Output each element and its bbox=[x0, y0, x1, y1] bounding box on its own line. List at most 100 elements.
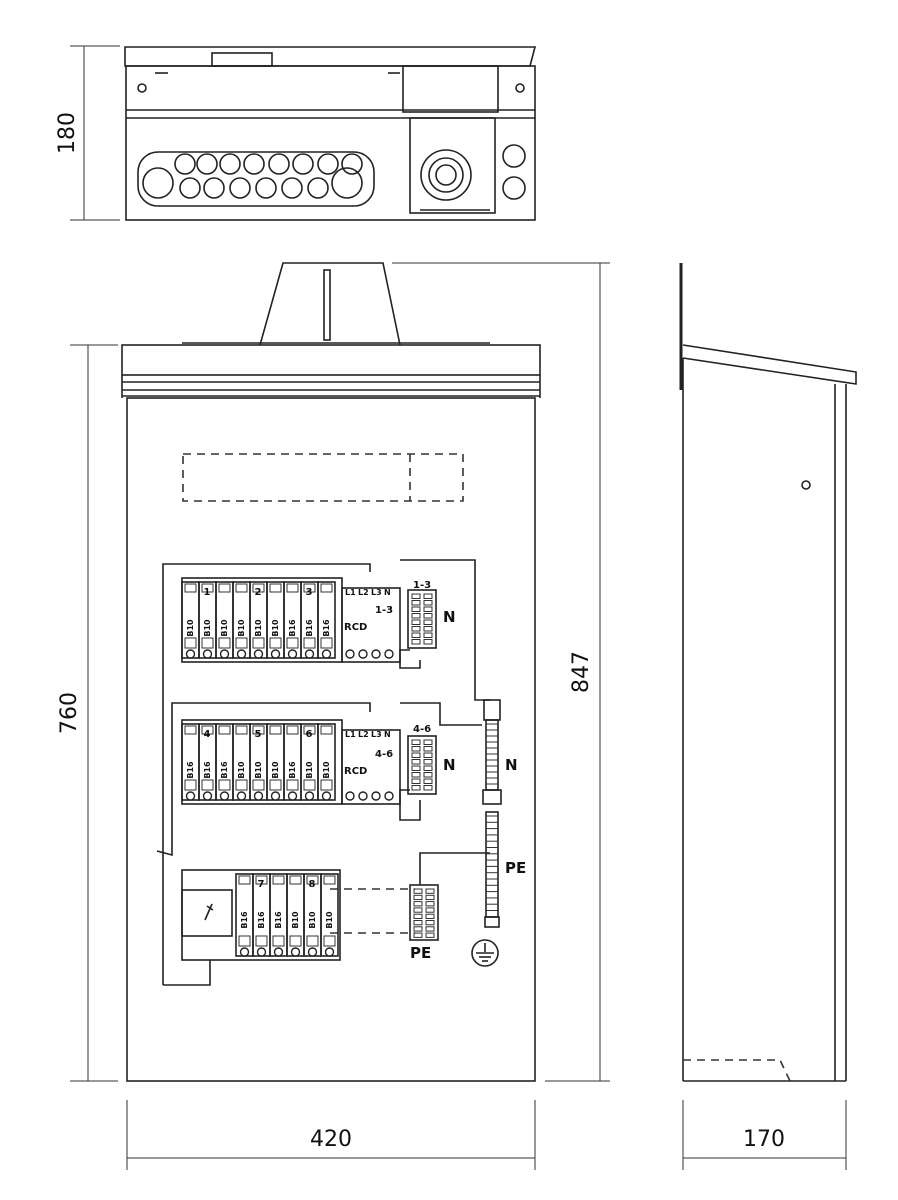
neutral-terminal-2 bbox=[407, 735, 437, 795]
circuit-number: 8 bbox=[309, 879, 316, 890]
terminal-screw-icon bbox=[236, 791, 247, 801]
pe-bus-bar bbox=[484, 811, 500, 928]
breaker-rating: B10 bbox=[254, 619, 263, 637]
circuit-number: 7 bbox=[258, 879, 265, 890]
terminal-screw-icon bbox=[304, 791, 315, 801]
breaker-rating: B10 bbox=[254, 761, 263, 779]
breaker-rating: B10 bbox=[203, 619, 212, 637]
circuit-number: 1 bbox=[204, 587, 211, 598]
dimension-height-top: 180 bbox=[55, 45, 120, 221]
breaker-rating: B10 bbox=[220, 619, 229, 637]
breaker-rating: B16 bbox=[220, 761, 229, 779]
circuit-number: 4 bbox=[204, 729, 211, 740]
pe-terminal-block bbox=[409, 884, 439, 941]
breaker-rating: B16 bbox=[203, 761, 212, 779]
terminal-screw-icon bbox=[270, 649, 281, 659]
phase-label: L3 bbox=[371, 730, 382, 739]
label-n-2: N bbox=[443, 756, 456, 774]
label-rcd-1: RCD bbox=[344, 622, 367, 633]
terminal-screw-icon bbox=[253, 649, 264, 659]
phase-label: L1 bbox=[345, 588, 356, 597]
terminal-screw-icon bbox=[304, 649, 315, 659]
breaker-row-3: B16 B16 B16 B10 B10 B10 7 8 bbox=[181, 869, 341, 961]
terminal-screw-icon bbox=[270, 791, 281, 801]
breaker-rating: B16 bbox=[288, 761, 297, 779]
top-view bbox=[124, 46, 537, 221]
side-view bbox=[679, 263, 857, 1082]
terminal-screw-icon bbox=[253, 791, 264, 801]
circuit-number: 6 bbox=[306, 729, 313, 740]
breaker-rating: B10 bbox=[305, 761, 314, 779]
breaker-rating: B16 bbox=[274, 911, 283, 929]
terminal-screw-icon bbox=[307, 947, 318, 957]
dimension-label-170: 170 bbox=[743, 1127, 785, 1152]
terminal-screw-icon bbox=[321, 649, 332, 659]
breaker-rating: B16 bbox=[240, 911, 249, 929]
terminal-screw-icon bbox=[219, 649, 230, 659]
label-group-1: 1-3 bbox=[413, 580, 431, 591]
terminal-screw-icon bbox=[219, 791, 230, 801]
breaker-rating: B16 bbox=[288, 619, 297, 637]
phase-label: L2 bbox=[358, 730, 369, 739]
phase-label: N bbox=[384, 588, 391, 597]
breaker-rating: B10 bbox=[237, 619, 246, 637]
breaker-rating: B10 bbox=[271, 619, 280, 637]
neutral-bus-bar bbox=[482, 699, 502, 805]
breaker-rating: B16 bbox=[257, 911, 266, 929]
ground-symbol-icon bbox=[471, 939, 499, 967]
label-n-bus: N bbox=[505, 756, 518, 774]
dimension-label-420: 420 bbox=[310, 1127, 352, 1152]
dimension-label-760: 760 bbox=[57, 692, 82, 734]
terminal-screw-icon bbox=[290, 947, 301, 957]
terminal-screw-icon bbox=[202, 791, 213, 801]
circuit-number: 2 bbox=[255, 587, 262, 598]
dimension-label-847: 847 bbox=[569, 651, 594, 693]
terminal-screw-icon bbox=[236, 649, 247, 659]
breaker-rating: B10 bbox=[291, 911, 300, 929]
label-rcd-2: RCD bbox=[344, 766, 367, 777]
terminal-screw-icon bbox=[321, 791, 332, 801]
breaker-rating: B16 bbox=[305, 619, 314, 637]
neutral-terminal-1 bbox=[407, 589, 437, 649]
dimension-width: 420 bbox=[126, 1100, 536, 1170]
terminal-screw-icon bbox=[185, 649, 196, 659]
label-pe-terminal: PE bbox=[410, 944, 431, 962]
phase-label: N bbox=[384, 730, 391, 739]
breaker-rating: B10 bbox=[322, 761, 331, 779]
cable-gland-holes bbox=[174, 153, 363, 199]
label-group-2: 4-6 bbox=[413, 724, 431, 735]
breaker-rating: B16 bbox=[186, 761, 195, 779]
dimension-total-height: 847 bbox=[392, 262, 610, 1082]
breaker-rating: B10 bbox=[186, 619, 195, 637]
label-group-1-sub: 1-3 bbox=[375, 605, 393, 616]
breaker-rating: B16 bbox=[322, 619, 331, 637]
breaker-rating: B10 bbox=[237, 761, 246, 779]
breaker-rating: B10 bbox=[271, 761, 280, 779]
terminal-screw-icon bbox=[287, 791, 298, 801]
phase-label: L3 bbox=[371, 588, 382, 597]
breaker-rating: B10 bbox=[308, 911, 317, 929]
terminal-screw-icon bbox=[287, 649, 298, 659]
terminal-screw-icon bbox=[324, 947, 335, 957]
dimension-label-180: 180 bbox=[55, 112, 80, 154]
dimension-front-height: 760 bbox=[57, 344, 118, 1082]
terminal-screw-icon bbox=[185, 791, 196, 801]
terminal-screw-icon bbox=[256, 947, 267, 957]
dimension-depth: 170 bbox=[682, 1100, 847, 1170]
phase-label: L1 bbox=[345, 730, 356, 739]
phase-label: L2 bbox=[358, 588, 369, 597]
label-n-1: N bbox=[443, 608, 456, 626]
terminal-screw-icon bbox=[273, 947, 284, 957]
label-pe-bus: PE bbox=[505, 859, 526, 877]
circuit-number: 5 bbox=[255, 729, 262, 740]
circuit-number: 3 bbox=[306, 587, 313, 598]
label-group-2-sub: 4-6 bbox=[375, 749, 393, 760]
breaker-rating: B10 bbox=[325, 911, 334, 929]
terminal-screw-icon bbox=[202, 649, 213, 659]
